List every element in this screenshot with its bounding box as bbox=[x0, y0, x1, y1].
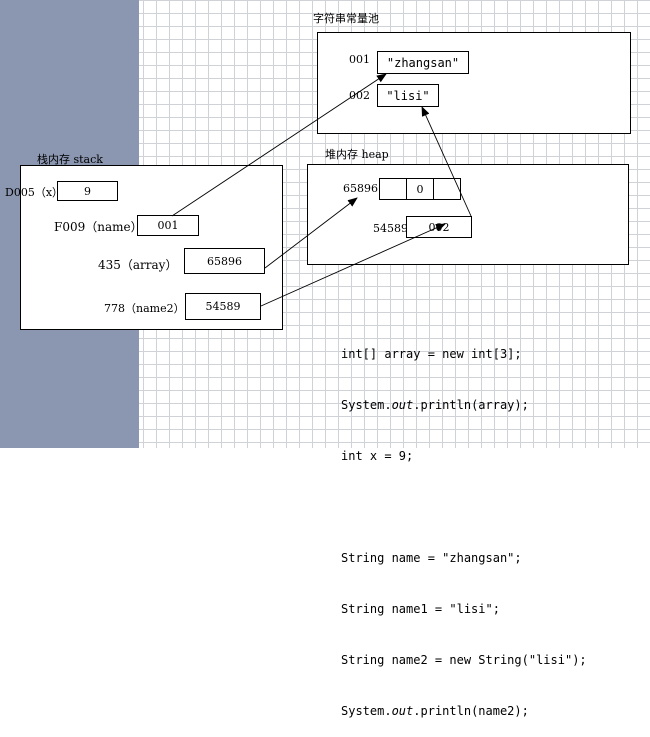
heap-title: 堆内存 heap bbox=[325, 148, 389, 161]
stack-label-array: 435（array） bbox=[98, 258, 178, 272]
stack-value-name2: 54589 bbox=[185, 293, 261, 320]
code-line-7-suffix: .println(name2); bbox=[413, 704, 529, 718]
stack-value-name: 001 bbox=[137, 215, 199, 236]
arrow-heap-object-to-lisi bbox=[421, 106, 472, 217]
code-blank-line bbox=[341, 499, 587, 516]
arrow-array-to-heap bbox=[264, 197, 358, 269]
code-line-1: int[] array = new int[3]; bbox=[341, 347, 522, 361]
code-line-6: String name2 = new String("lisi"); bbox=[341, 653, 587, 667]
reference-arrows bbox=[171, 73, 472, 307]
stack-label-x: D005（x） bbox=[5, 186, 64, 199]
heap-array-cell-1: 0 bbox=[406, 178, 434, 200]
arrow-name-to-zhangsan bbox=[171, 73, 387, 217]
code-line-2-out: out bbox=[391, 398, 414, 412]
arrow-name2-to-heap-object bbox=[260, 223, 446, 307]
string-pool-title: 字符串常量池 bbox=[313, 12, 379, 25]
code-line-4: String name = "zhangsan"; bbox=[341, 551, 522, 565]
code-line-7-prefix: System. bbox=[341, 704, 392, 718]
code-line-3: int x = 9; bbox=[341, 449, 414, 463]
pool-string-zhangsan: "zhangsan" bbox=[377, 51, 469, 74]
pool-address-002: 002 bbox=[349, 89, 370, 102]
heap-panel bbox=[307, 164, 629, 265]
code-line-7-out: out bbox=[391, 704, 414, 718]
code-line-2: System.out.println(array); bbox=[341, 397, 587, 414]
code-line-5: String name1 = "lisi"; bbox=[341, 602, 500, 616]
heap-array-cell-2 bbox=[433, 178, 461, 200]
code-listing: int[] array = new int[3]; System.out.pri… bbox=[341, 312, 587, 737]
code-line-2-suffix: .println(array); bbox=[413, 398, 529, 412]
code-line-7: System.out.println(name2); bbox=[341, 703, 587, 720]
pool-string-lisi: "lisi" bbox=[377, 84, 439, 107]
stack-value-x: 9 bbox=[57, 181, 118, 201]
stack-value-array: 65896 bbox=[184, 248, 265, 274]
code-line-2-prefix: System. bbox=[341, 398, 392, 412]
string-pool-panel bbox=[317, 32, 631, 134]
stack-label-name: F009（name） bbox=[54, 220, 143, 234]
stack-label-name2: 778（name2） bbox=[104, 302, 185, 315]
heap-array-address: 65896 bbox=[343, 182, 378, 195]
stack-title: 栈内存 stack bbox=[37, 153, 103, 166]
heap-object-address: 54589 bbox=[373, 222, 408, 235]
pool-address-001: 001 bbox=[349, 53, 370, 66]
